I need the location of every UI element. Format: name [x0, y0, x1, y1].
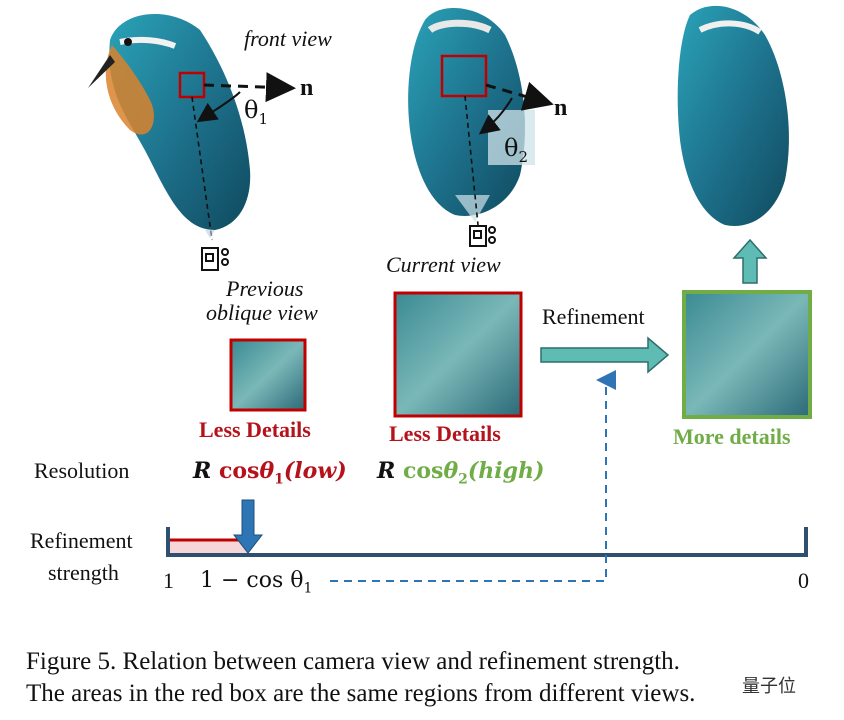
camera-icon-previous	[201, 247, 229, 271]
less-details-previous: Less Details	[199, 417, 311, 442]
refinement-arrow[interactable]	[540, 336, 670, 374]
previous-view-label-2: oblique view	[206, 300, 318, 325]
more-details-label: More details	[673, 424, 791, 449]
patch-current	[393, 291, 523, 418]
normal-arrow-current	[485, 81, 554, 111]
bird-front-view-image	[88, 13, 251, 231]
formula-low: R cosθ1(low)	[193, 458, 347, 488]
figure-caption: Figure 5. Relation between camera view a…	[26, 646, 836, 710]
caption-line-2: The areas in the red box are the same re…	[26, 680, 696, 707]
axis-label-mid: 1 − cos θ1	[200, 568, 313, 597]
normal-arrow-front	[203, 72, 296, 103]
theta2-arc	[478, 97, 513, 135]
theta2-label: θ2	[504, 134, 528, 166]
view-ray-previous	[191, 96, 213, 241]
watermark-logo: 量子位	[742, 676, 796, 697]
formula-high: R cosθ2(high)	[377, 458, 545, 488]
front-view-label: front view	[244, 26, 332, 51]
camera-icon-current	[469, 225, 496, 247]
previous-view-label-1: Previous	[226, 276, 304, 301]
bird-current-view-image	[408, 8, 535, 222]
patch-previous	[229, 338, 307, 412]
refinement-strength-label-1: Refinement	[30, 528, 133, 553]
red-box-current	[440, 54, 488, 98]
refinement-strength-label-2: strength	[48, 560, 119, 585]
patch-refined	[682, 290, 812, 419]
normal-symbol-current: n⃗	[554, 95, 587, 121]
refinement-label: Refinement	[542, 304, 645, 329]
strength-marker-arrow	[232, 499, 264, 554]
theta1-arc	[196, 91, 241, 123]
axis-label-left: 1	[163, 568, 174, 593]
up-arrow	[732, 238, 768, 284]
theta1-label: θ1	[244, 96, 268, 128]
current-view-label: Current view	[386, 252, 501, 277]
strength-fill	[170, 540, 248, 553]
diagram	[88, 5, 812, 582]
normal-symbol-front: n⃗	[300, 75, 333, 101]
caption-line-1: Figure 5. Relation between camera view a…	[26, 648, 680, 675]
resolution-label: Resolution	[34, 458, 130, 483]
feedback-dashed-line	[330, 370, 616, 582]
less-details-current: Less Details	[389, 421, 501, 446]
view-ray-current	[464, 95, 479, 226]
bird-refined-image	[677, 5, 789, 226]
axis-label-right: 0	[798, 568, 809, 593]
